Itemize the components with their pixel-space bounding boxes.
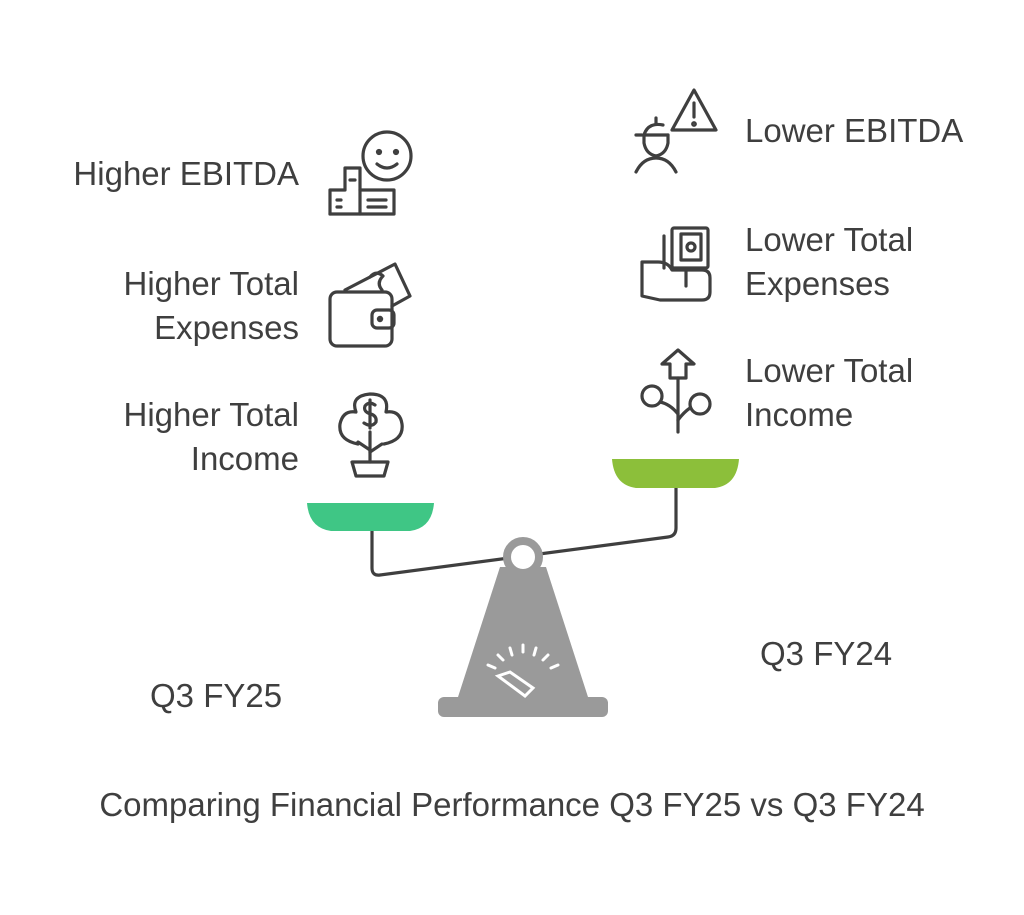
wallet-icon [328, 262, 412, 348]
left-label-ebitda-line1: Higher EBITDA [73, 155, 299, 192]
left-label-ebitda: Higher EBITDA [20, 152, 299, 196]
diagram-title: Comparing Financial Performance Q3 FY25 … [99, 786, 925, 823]
money-tree-icon [338, 392, 404, 478]
gauge-icon [486, 643, 560, 698]
warning-person-icon [634, 88, 718, 174]
left-label-income-line1: Higher Total [123, 396, 300, 433]
right-label-ebitda: Lower EBITDA [745, 109, 1015, 153]
right-label-expenses-line2: Expenses [745, 265, 890, 302]
growth-plant-icon [640, 348, 712, 434]
left-period-label: Q3 FY25 [150, 677, 283, 714]
scale-pivot [503, 537, 543, 577]
left-pan [307, 503, 434, 531]
left-label-income-line2: Income [190, 440, 299, 477]
left-label-expenses-line2: Expenses [154, 309, 299, 346]
left-label-expenses: Higher Total Expenses [20, 262, 300, 350]
left-label-expenses-line1: Higher Total [123, 265, 300, 302]
right-label-ebitda-line1: Lower EBITDA [745, 112, 964, 149]
left-label-income: Higher Total Income [20, 393, 300, 481]
scale-pyramid [458, 567, 588, 697]
right-label-expenses-line1: Lower Total [745, 221, 914, 258]
right-label-income-line2: Income [745, 396, 854, 433]
right-period-label: Q3 FY24 [760, 635, 893, 672]
hand-cash-icon [640, 226, 712, 302]
scale-base [438, 697, 608, 717]
smiling-buildings-icon [328, 130, 413, 216]
right-label-income-line1: Lower Total [745, 352, 914, 389]
right-pan [612, 459, 739, 488]
right-label-income: Lower Total Income [745, 349, 1015, 437]
right-label-expenses: Lower Total Expenses [745, 218, 1015, 306]
